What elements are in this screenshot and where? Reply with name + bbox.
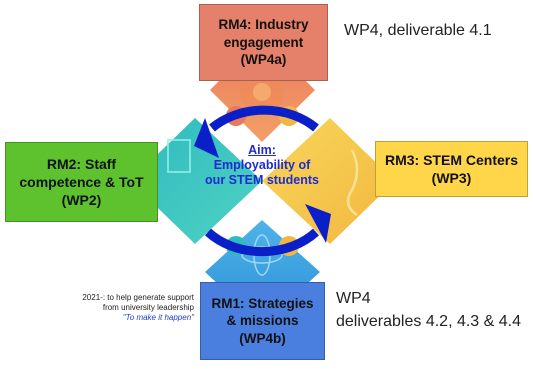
rm1-strategies-box: RM1: Strategies & missions (WP4b)	[200, 282, 325, 360]
rm3-code: (WP3)	[431, 170, 472, 186]
rm3-title: RM3: STEM Centers	[384, 151, 519, 168]
rm2-subtitle: competence & ToT	[19, 173, 144, 190]
deliverables-note: deliverables 4.2, 4.3 & 4.4	[336, 313, 522, 330]
puzzle-right-piece	[262, 118, 395, 244]
support-note: 2021-: to help generate support from uni…	[36, 293, 194, 323]
rm1-code: (WP4b)	[239, 330, 286, 346]
rm4-subtitle: engagement	[223, 34, 304, 50]
rm4-title: RM4: Industry	[218, 17, 309, 33]
support-quote: "To make it happen"	[122, 313, 194, 322]
central-aim-label: Aim: Employability of our STEM students	[204, 143, 320, 187]
aim-text: Employability of our STEM students	[205, 157, 319, 187]
support-line-1: 2021-: to help generate support	[82, 293, 194, 302]
rm2-title: RM2: Staff	[46, 155, 117, 172]
rm1-title: RM1: Strategies	[211, 295, 314, 311]
central-cycle-arrows	[194, 105, 331, 257]
rm3-stem-centers-box: RM3: STEM Centers (WP3)	[375, 141, 528, 197]
rm2-staff-box: RM2: Staff competence & ToT (WP2)	[5, 142, 158, 222]
wp4-deliverable-note: WP4, deliverable 4.1	[344, 22, 492, 39]
support-line-2: from university leadership	[102, 303, 194, 312]
aim-title: Aim:	[248, 143, 276, 157]
puzzle-left-piece	[130, 118, 262, 244]
rm4-industry-box: RM4: Industry engagement (WP4a)	[199, 4, 328, 81]
rm1-subtitle: & missions	[226, 313, 299, 329]
rm4-code: (WP4a)	[240, 52, 287, 68]
rm2-code: (WP2)	[61, 192, 102, 209]
wp4-label-note: WP4	[336, 290, 371, 307]
